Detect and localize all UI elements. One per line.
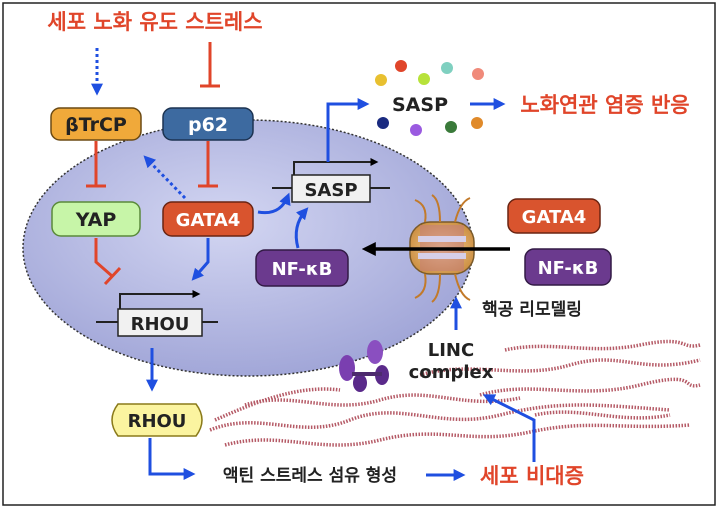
nuclear-remodeling-label: 핵공 리모델링: [482, 299, 582, 320]
stress-label: 세포 노화 유도 스트레스: [47, 10, 262, 34]
arrow-gata4-sasp: [257, 192, 291, 215]
arrow-sasp-secretion: [326, 98, 370, 162]
p62-box: [162, 107, 254, 141]
arrow-hypertrophy-linc: [482, 394, 536, 462]
hypertrophy-label: 세포 비대증: [480, 464, 584, 488]
arrow-gata4-rhou: [191, 238, 210, 281]
nfkb-outside-box: [524, 248, 612, 286]
nfkb-outside-label: NF-κB: [538, 258, 599, 279]
linc-label-line2: complex: [409, 362, 494, 383]
inhibit-yap-rhou: [94, 238, 122, 286]
gata4-nucleus-box: [162, 201, 254, 237]
arrow-rhou-actin: [148, 438, 196, 480]
sasp-gene-label: SASP: [304, 180, 357, 201]
inhibit-p62-gata4: [198, 141, 218, 188]
inhibit-stress-p62: [200, 42, 220, 88]
arrow-nfkb-sasp: [294, 207, 309, 249]
nfkb-nucleus-label: NF-κB: [272, 259, 333, 280]
yap-label: YAP: [75, 209, 117, 231]
sasp-gene: [272, 158, 390, 203]
nfkb-nucleus-box: [255, 249, 349, 287]
sasp-outcome-label: 노화연관 염증 반응: [520, 93, 689, 117]
rhou-protein-label: RHOU: [128, 411, 187, 432]
actin-label: 액틴 스트레스 섬유 형성: [223, 465, 397, 486]
yap-box: [51, 201, 141, 237]
p62-label: p62: [188, 114, 228, 136]
btrcp-label: βTrCP: [65, 114, 127, 136]
inhibit-btrcp-yap: [86, 141, 106, 188]
btrcp-box: [50, 107, 142, 141]
actin-fibers: [209, 339, 701, 447]
rhou-gene-label: RHOU: [131, 314, 190, 335]
linc-label-line1: LINC: [428, 340, 474, 361]
rhou-gene: [96, 290, 218, 337]
sasp-factor-icons: [375, 60, 484, 136]
gata4-nucleus-label: GATA4: [176, 210, 241, 231]
rhou-protein-shape: [111, 403, 203, 437]
gata4-outside-label: GATA4: [522, 207, 587, 228]
gata4-outside-box: [507, 198, 601, 234]
linc-protein-icon: [339, 340, 389, 392]
sasp-label: SASP: [392, 94, 448, 116]
